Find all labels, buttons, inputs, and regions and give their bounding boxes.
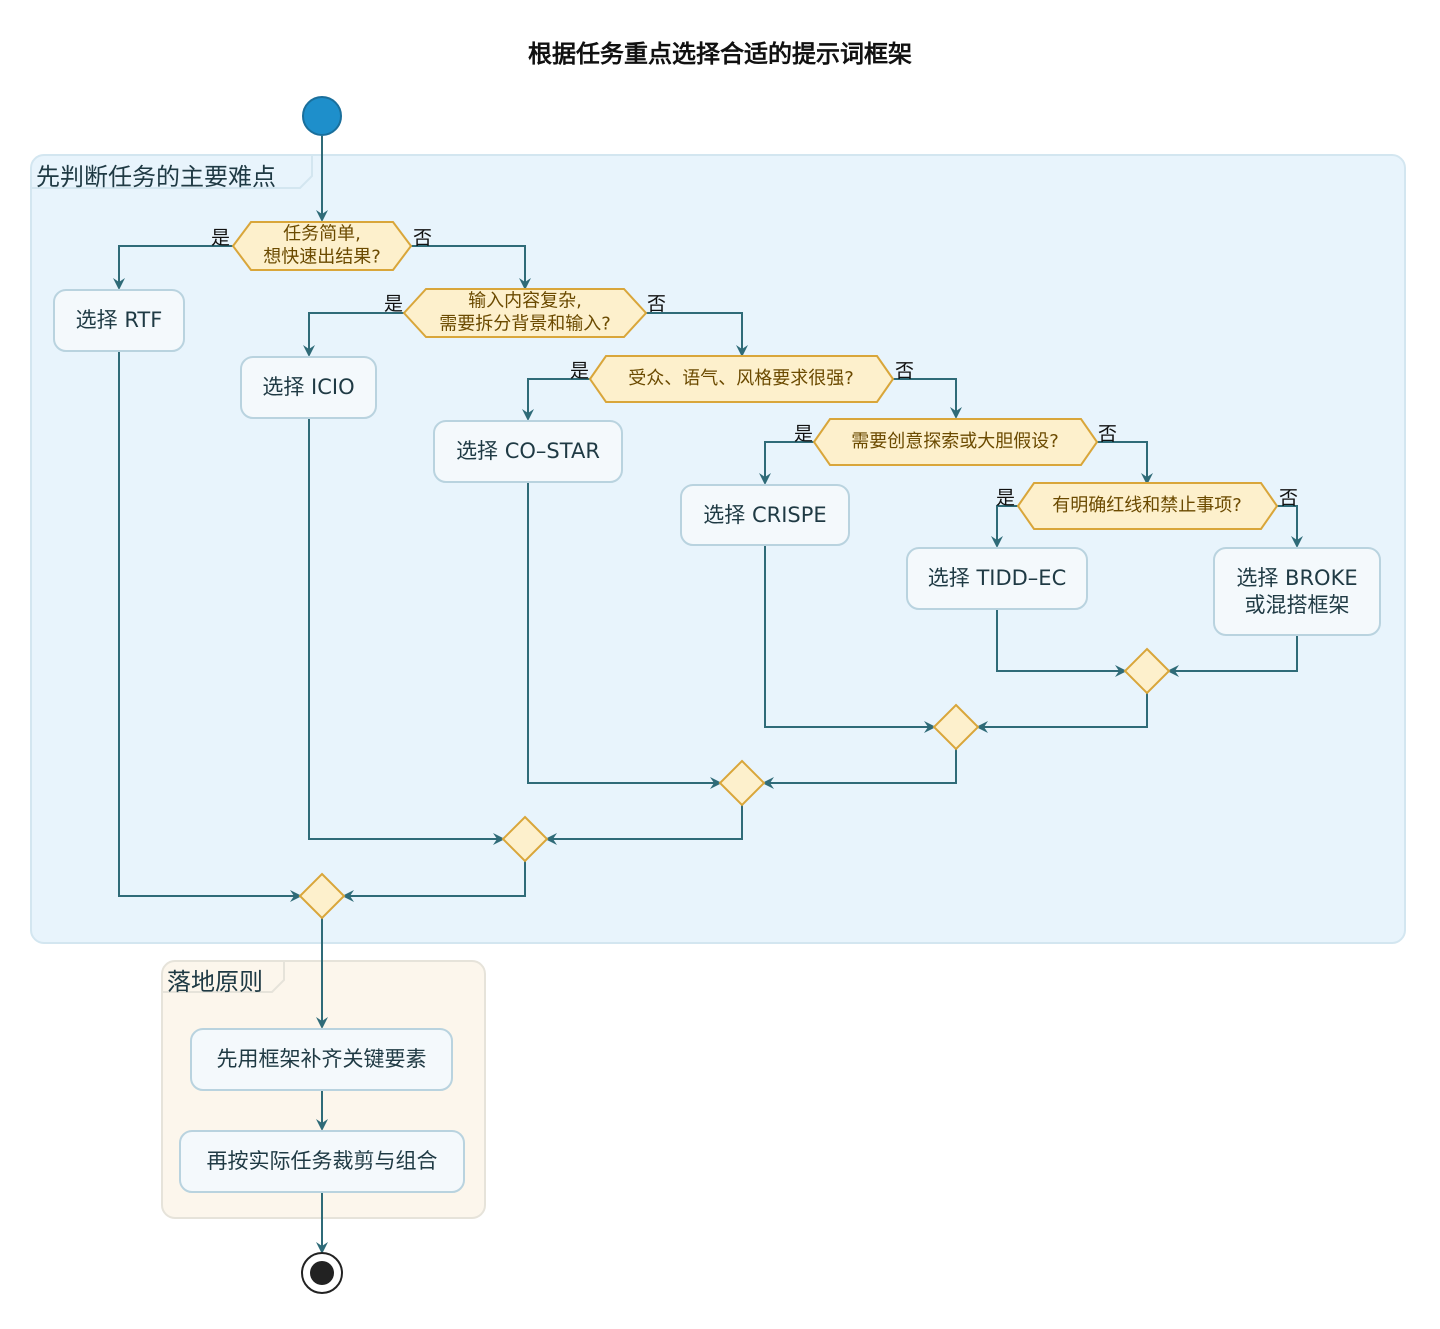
action-rtf: 选择 RTF bbox=[53, 289, 185, 352]
merge-diamond-1 bbox=[298, 872, 346, 920]
edge-d4-yes bbox=[759, 441, 814, 485]
edge-crispe-merge bbox=[764, 546, 936, 733]
merge-diamond-3 bbox=[718, 759, 766, 807]
edge-d4-no bbox=[1097, 441, 1153, 485]
edge-tiddec-merge bbox=[996, 610, 1127, 677]
diagram-title: 根据任务重点选择合适的提示词框架 bbox=[528, 40, 912, 68]
edge-d2-no bbox=[646, 312, 748, 357]
decision-5-no: 否 bbox=[1279, 487, 1299, 509]
edge-d2-yes bbox=[303, 312, 404, 357]
start-node bbox=[302, 96, 342, 136]
action-icio: 选择 ICIO bbox=[240, 356, 377, 419]
edge-broke-merge bbox=[1167, 636, 1298, 677]
edge-d1-no bbox=[411, 245, 531, 290]
decision-4-no: 否 bbox=[1098, 423, 1118, 445]
action-broke: 选择 BROKE 或混搭框架 bbox=[1213, 547, 1381, 636]
action-tiddec: 选择 TIDD–EC bbox=[906, 547, 1088, 610]
end-node bbox=[310, 1261, 334, 1285]
edge-m5-merge bbox=[976, 693, 1148, 733]
action-costar: 选择 CO–STAR bbox=[433, 420, 623, 483]
decision-5-label: 有明确红线和禁止事项? bbox=[1052, 494, 1242, 516]
action-crispe: 选择 CRISPE bbox=[680, 484, 850, 546]
decision-4-label: 需要创意探索或大胆假设? bbox=[851, 430, 1059, 452]
decision-3-shape bbox=[588, 355, 895, 403]
decision-3-yes: 是 bbox=[570, 360, 590, 382]
lane-decide bbox=[30, 154, 1406, 944]
decision-2-label: 输入内容复杂, 需要拆分背景和输入? bbox=[439, 290, 611, 335]
decision-1-no: 否 bbox=[413, 227, 433, 249]
decision-4-yes: 是 bbox=[794, 423, 814, 445]
decision-5-yes: 是 bbox=[996, 487, 1016, 509]
lane-apply-tab bbox=[163, 962, 285, 993]
edge-d1-yes bbox=[113, 245, 233, 290]
merge-diamond-4 bbox=[932, 703, 980, 751]
decision-1-shape bbox=[231, 221, 413, 271]
edge-m4-merge bbox=[762, 749, 957, 789]
edge-icio-merge bbox=[308, 419, 505, 845]
merge-diamond-5 bbox=[1123, 647, 1171, 695]
edge-costar-merge bbox=[527, 483, 722, 789]
lane-decide-tab bbox=[32, 156, 313, 189]
decision-1-label: 任务简单, 想快速出结果? bbox=[263, 223, 381, 268]
edge-d5-no bbox=[1277, 505, 1303, 548]
decision-4-shape bbox=[812, 418, 1099, 466]
merge-diamond-2 bbox=[501, 815, 549, 863]
decision-3-label: 受众、语气、风格要求很强? bbox=[628, 367, 854, 389]
edge-d3-no bbox=[893, 378, 962, 419]
action-step1: 先用框架补齐关键要素 bbox=[190, 1028, 453, 1091]
action-step2: 再按实际任务裁剪与组合 bbox=[179, 1130, 465, 1193]
decision-2-yes: 是 bbox=[384, 293, 404, 315]
decision-1-yes: 是 bbox=[211, 227, 231, 249]
edge-m3-merge bbox=[545, 805, 743, 845]
decision-2-no: 否 bbox=[647, 293, 667, 315]
lane-apply-label: 落地原则 bbox=[167, 968, 263, 996]
decision-5-shape bbox=[1016, 482, 1279, 530]
lane-decide-label: 先判断任务的主要难点 bbox=[36, 163, 276, 191]
edge-d3-yes bbox=[522, 378, 590, 421]
edge-d5-yes bbox=[991, 505, 1018, 548]
edge-rtf-merge bbox=[118, 352, 302, 902]
decision-3-no: 否 bbox=[895, 360, 915, 382]
decision-2-shape bbox=[402, 288, 648, 338]
edge-m2-merge bbox=[342, 861, 526, 902]
